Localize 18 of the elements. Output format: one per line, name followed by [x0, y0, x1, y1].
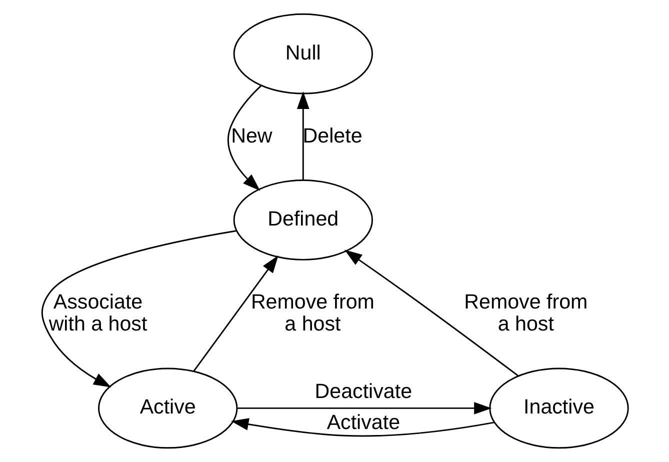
arrow [236, 402, 492, 414]
edge-label: Delete [302, 124, 362, 148]
node-ellipse: Inactive [488, 368, 628, 449]
arrow [296, 91, 309, 180]
edge-label: Remove from a host [464, 290, 588, 336]
node-ellipse: Defined [232, 180, 372, 260]
edge-label: Activate [326, 411, 400, 434]
node-ellipse: Active [98, 368, 238, 449]
arrow [230, 418, 494, 437]
edge-label: New [230, 124, 272, 148]
arrow [344, 250, 518, 376]
node-ellipse: Null [232, 13, 372, 94]
edge-label: Associate with a host [48, 290, 147, 336]
edge-label: Deactivate [314, 380, 412, 404]
arrow [40, 230, 236, 388]
arrow [192, 255, 278, 372]
arrow [226, 85, 262, 191]
edge-label: Remove from a host [250, 290, 374, 336]
